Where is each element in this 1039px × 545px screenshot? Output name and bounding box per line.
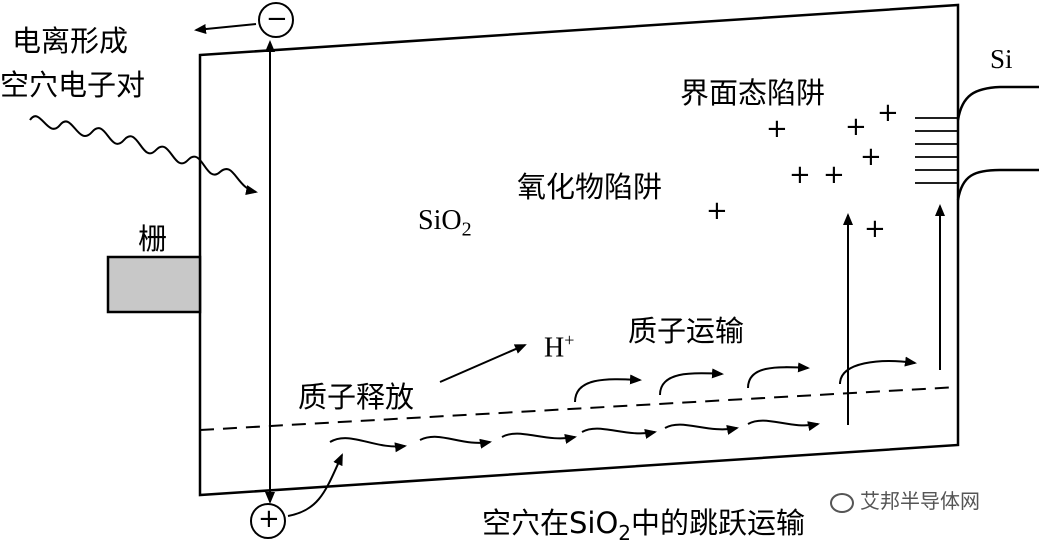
- proton-release-label: 质子释放: [298, 380, 415, 414]
- plus-sign-hole: +: [258, 504, 280, 534]
- radiation-wave-arrow: [29, 115, 258, 195]
- hole-hopping-sub: 2: [618, 520, 632, 545]
- trapped-charge: +: [845, 112, 867, 142]
- watermark: 艾邦半导体网: [830, 485, 980, 514]
- trapped-charge: +: [766, 114, 788, 144]
- hole-hopping-arrows: [329, 419, 820, 453]
- hole-entry-arrow: [287, 453, 343, 517]
- interface-trap-lines: [915, 117, 958, 184]
- ionization-label-line1: 电离形成: [12, 24, 129, 58]
- hole-circle: [250, 503, 286, 539]
- oxide-trap-label: 氧化物陷阱: [517, 170, 663, 204]
- proton-release-line: [199, 386, 959, 431]
- trapped-charge: +: [864, 214, 886, 244]
- trapped-charge: +: [823, 160, 845, 190]
- trapped-charge: +: [877, 98, 899, 128]
- sio2-label: SiO2: [418, 205, 472, 242]
- hole-hopping-post: 中的跳跃运输: [631, 506, 806, 540]
- oxide-block: [198, 3, 960, 497]
- sio2-label-base: SiO: [418, 205, 462, 236]
- proton-release-arrow: [439, 344, 527, 383]
- electron-circle: [258, 2, 294, 38]
- watermark-text: 艾邦半导体网: [860, 489, 980, 513]
- trapped-charge: +: [860, 142, 882, 172]
- proton-transport-arrows: [574, 356, 917, 403]
- gate-electrode: [106, 255, 202, 314]
- h-plus-label: H+: [544, 330, 574, 364]
- trapped-charge: +: [706, 196, 728, 226]
- hole-hopping-pre: 空穴在SiO: [482, 506, 619, 540]
- wechat-icon: [830, 492, 854, 513]
- ionization-label-line2: 空穴电子对: [0, 68, 146, 102]
- electron-escape-arrow: [194, 23, 257, 34]
- si-substrate-outline: [956, 85, 1039, 201]
- gate-label: 栅: [138, 222, 168, 256]
- minus-sign: −: [266, 4, 288, 34]
- h-plus-base: H: [544, 332, 565, 364]
- proton-transport-label: 质子运输: [628, 314, 745, 348]
- hole-hopping-label: 空穴在SiO2中的跳跃运输: [482, 500, 805, 545]
- si-label: Si: [990, 44, 1013, 74]
- interface-trap-label: 界面态陷阱: [680, 76, 826, 110]
- h-plus-sup: +: [564, 330, 575, 350]
- sio2-label-sub: 2: [461, 218, 472, 241]
- trapped-charge: +: [789, 160, 811, 190]
